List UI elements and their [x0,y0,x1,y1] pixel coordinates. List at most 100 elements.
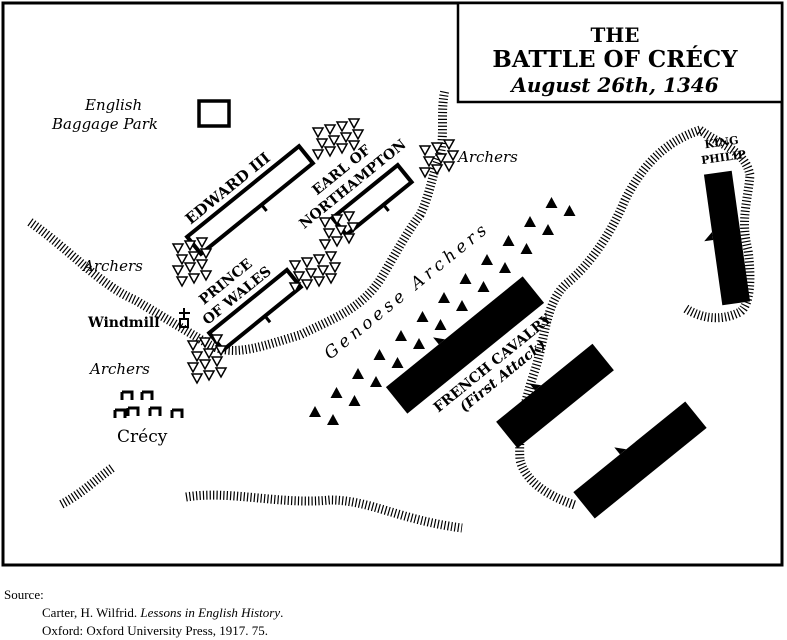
archer-marker [422,156,436,168]
genoese-archer-marker [545,197,558,208]
archer-marker [351,129,365,141]
archer-marker [442,139,456,151]
archer-marker [199,248,213,260]
title-line2: BATTLE OF CRÉCY [492,46,738,73]
archer-marker [190,373,204,385]
genoese-archer-marker [477,281,490,292]
archer-marker [171,243,185,255]
archer-marker [442,161,456,173]
archer-marker [324,273,338,285]
ridge-king [682,126,755,323]
archer-marker [347,140,361,152]
genoese-archer-marker [524,216,536,227]
archer-marker [315,138,329,150]
archer-marker [324,251,338,263]
archer-marker [202,370,216,382]
archer-marker [318,217,332,229]
house-icon [140,390,154,400]
archer-marker [342,233,356,245]
genoese-archer-marker [413,338,425,349]
baggage-label-1: English [84,96,142,114]
genoese-archer-marker [416,311,429,322]
genoese-archer-marker [438,292,450,303]
windmill-label: Windmill [87,315,160,331]
french-cavalry-second [496,343,614,449]
archer-marker [327,135,341,147]
title-line1: THE [590,23,639,47]
archer-marker [434,153,448,165]
house-icon [126,406,140,416]
archer-marker [214,367,228,379]
english-archers [171,118,460,385]
archer-marker [418,145,432,157]
archer-marker [198,337,212,349]
map-border [1,1,784,567]
archer-marker [300,279,314,291]
house-icon [113,408,127,418]
archer-marker [334,225,348,237]
genoese-archer-marker [459,273,472,284]
archer-marker [186,362,200,374]
genoese-archer-marker [391,357,404,368]
archer-marker [210,334,224,346]
genoese-archer-marker [499,262,511,273]
archer-marker [335,143,349,155]
archer-marker [292,271,306,283]
archer-marker [430,164,444,176]
king-label-2: PHILIP [700,148,746,167]
archer-marker [323,146,337,158]
archer-marker [199,270,213,282]
genoese-archer-marker [456,300,468,311]
genoese-archer-marker [563,205,576,216]
genoese-archer-marker [309,406,321,417]
king-label-1: KING [704,134,740,152]
archer-marker [339,132,353,144]
archers-lower-label: Archers [88,360,150,378]
genoese-archer-marker [434,319,447,330]
source-period: . [280,605,284,620]
archer-marker [195,237,209,249]
archer-marker [187,251,201,263]
source-heading: Source: [4,587,44,602]
archer-marker [171,265,185,277]
genoese-archer-marker [542,224,554,235]
archer-marker [342,211,356,223]
ridge-south [185,490,463,533]
genoese-archer-marker [502,235,515,246]
archers-right-label: Archers [456,148,518,166]
genoese-archer-marker [348,395,361,406]
genoese-archer-marker [520,243,533,254]
genoese-archer-marker [373,349,386,360]
archer-marker [183,262,197,274]
archer-marker [335,121,349,133]
title-line3: August 26th, 1346 [509,73,718,97]
archer-marker [214,345,228,357]
archer-marker [311,127,325,139]
archer-marker [175,254,189,266]
genoese-archer-marker [395,330,407,341]
archer-marker [186,340,200,352]
archer-marker [430,142,444,154]
archer-marker [195,259,209,271]
archer-marker [418,167,432,179]
title-box [456,1,784,104]
archer-marker [312,254,326,266]
archer-marker [288,260,302,272]
archer-marker [330,236,344,248]
crecy-town-icon [113,390,184,418]
ridge-lines [27,88,755,533]
windmill-icon [179,308,190,328]
archers-left-label: Archers [81,257,143,275]
archer-marker [210,356,224,368]
archer-marker [446,150,460,162]
genoese-archer-marker [330,387,343,398]
french-cavalry-third [573,401,707,519]
archer-marker [190,351,204,363]
archer-marker [328,262,342,274]
source-title: Lessons in English History [140,605,281,620]
genoese-archer-marker [481,254,493,265]
archer-marker [288,282,302,294]
archer-marker [316,265,330,277]
archer-marker [311,149,325,161]
genoese-archer-marker [327,414,339,425]
